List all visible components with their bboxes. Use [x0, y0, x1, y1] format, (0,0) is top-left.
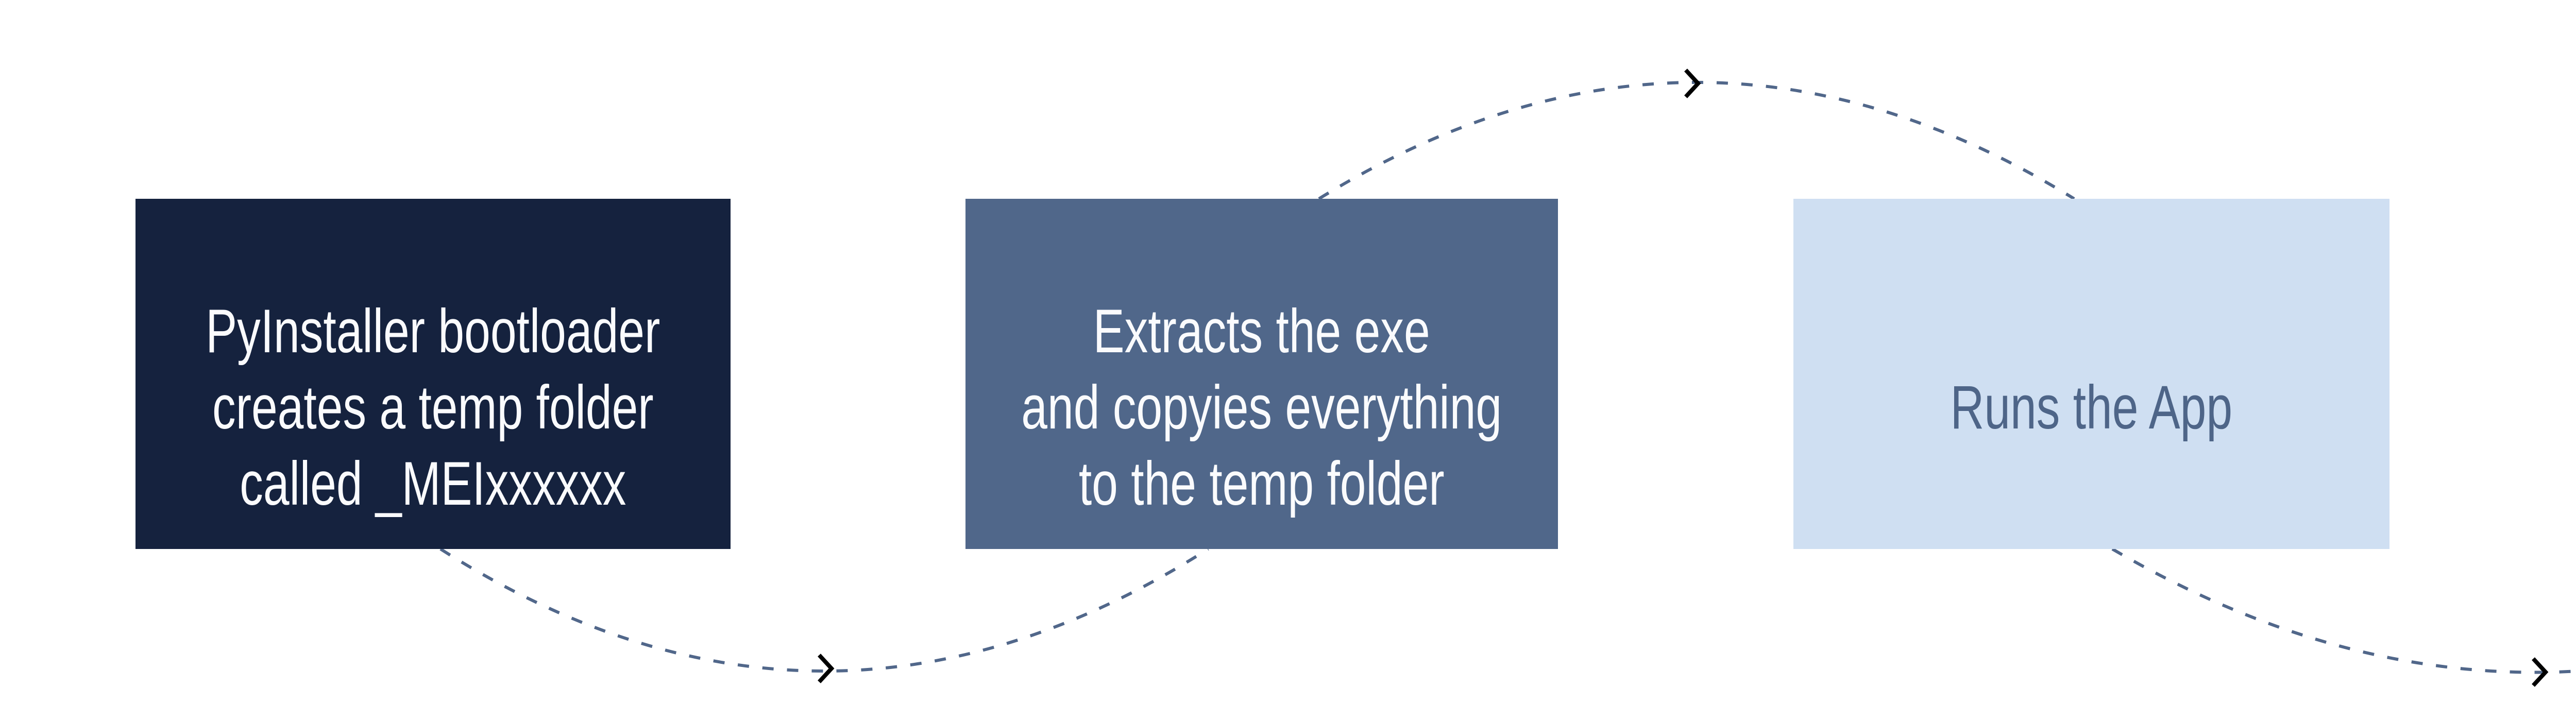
- step-text: Extracts the exe and copyies everything …: [1022, 293, 1502, 522]
- step-text-line: called _MEIxxxxxx: [240, 449, 626, 518]
- arrowhead-icon-step3-step4: [2532, 657, 2549, 687]
- step-text-line: creates a temp folder: [212, 373, 654, 442]
- step-box-create-temp-folder: PyInstaller bootloader creates a temp fo…: [135, 199, 731, 549]
- step-text-line: PyInstaller bootloader: [206, 297, 660, 366]
- connector-arc-step2-step3: [1318, 81, 2075, 200]
- step-text: PyInstaller bootloader creates a temp fo…: [206, 293, 660, 522]
- connector-arc-step1-step2: [439, 547, 1209, 673]
- arrowhead-icon-step2-step3: [1684, 68, 1701, 98]
- connector-arc-step3-step4: [2111, 547, 2576, 674]
- step-text-line: to the temp folder: [1079, 449, 1445, 518]
- step-text-line: Extracts the exe: [1093, 297, 1430, 366]
- arrowhead-icon-step1-step2: [818, 654, 835, 683]
- step-box-runs-the-app: Runs the App: [1793, 199, 2389, 549]
- step-box-extract-and-copy: Extracts the exe and copyies everything …: [965, 199, 1558, 549]
- step-text-line: Runs the App: [1950, 373, 2233, 442]
- step-text-line: and copyies everything: [1021, 373, 1502, 442]
- step-text: Runs the App: [1951, 369, 2233, 445]
